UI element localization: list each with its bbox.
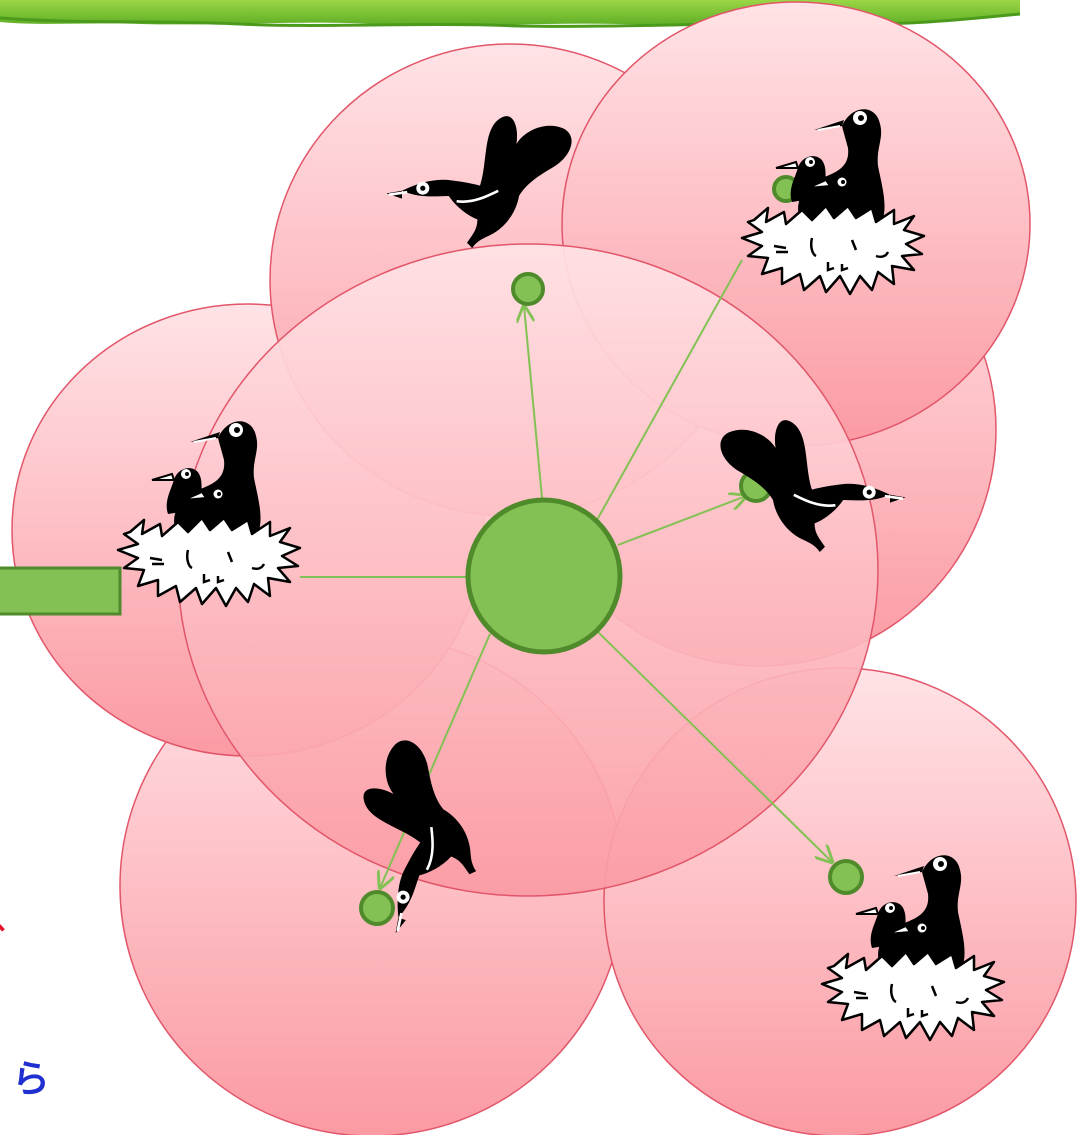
green-side-block [0,568,120,614]
node-top [513,274,543,304]
hub-node-icon [468,500,620,652]
node-bottom-left [361,892,393,924]
side-text-blue: ら [12,1060,50,1098]
node-bottom-right [830,861,862,893]
side-text-red: 、 [0,905,24,935]
